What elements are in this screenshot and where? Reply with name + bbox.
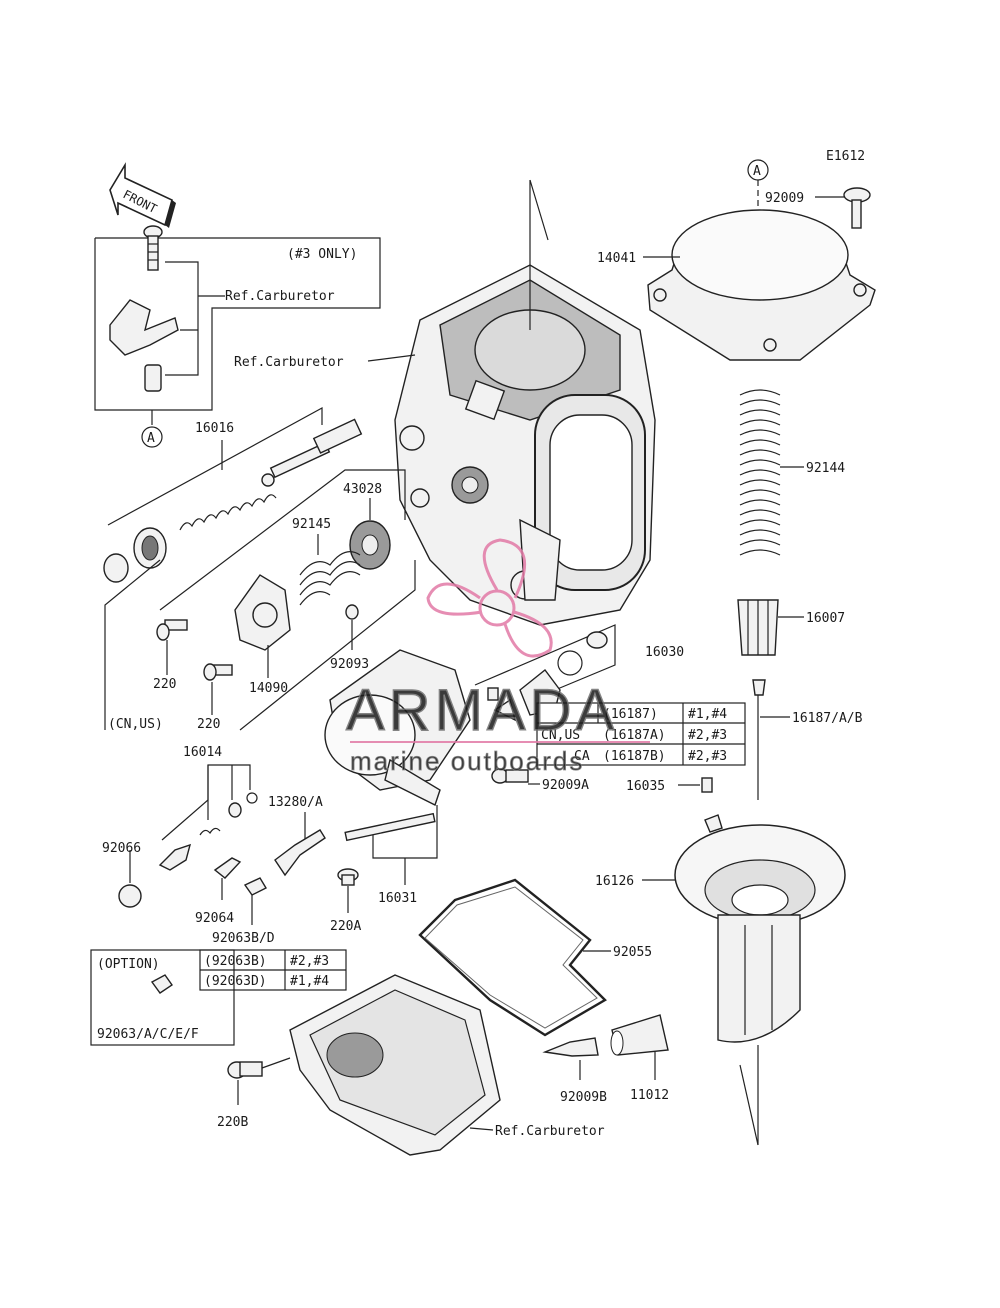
table-16187-row2-cyl: #2,#3 — [688, 728, 727, 743]
label-43028: 43028 — [343, 482, 382, 497]
label-11012: 11012 — [630, 1088, 669, 1103]
label-16014: 16014 — [183, 745, 222, 760]
label-ref-carburetor-3: Ref.Carburetor — [495, 1124, 605, 1139]
ref-marker-a-left: A — [147, 431, 155, 446]
table-16187-row3-region: CA — [574, 749, 590, 764]
label-220a-lower: 220A — [330, 919, 361, 934]
table-92063: (92063B) #2,#3 (92063D) #1,#4 — [199, 949, 347, 991]
watermark-tagline: marine outboards — [350, 746, 584, 776]
label-92064: 92064 — [195, 911, 234, 926]
label-92009b: 92009B — [560, 1090, 607, 1105]
label-220-lower: 220 — [197, 717, 220, 732]
table-16187-row2-region: CN,US — [541, 728, 580, 743]
label-16016: 16016 — [195, 421, 234, 436]
label-16007: 16007 — [806, 611, 845, 626]
label-3-only: (#3 ONLY) — [287, 247, 357, 262]
part-float-bowl: 220B Ref.Carburetor 92009B 11012 — [217, 974, 669, 1156]
watermark-brand: ARMADA — [346, 678, 618, 743]
label-92145: 92145 — [292, 517, 331, 532]
label-92063-acef: 92063/A/C/E/F — [97, 1027, 199, 1042]
table-92063-row1-cyl: #2,#3 — [290, 954, 329, 969]
option-box: (OPTION) 92063/A/C/E/F — [90, 949, 235, 1046]
part-16030-group: 16030 — [474, 624, 684, 722]
part-16016-assembly: 16016 — [103, 406, 363, 583]
front-arrow-icon: FRONT — [109, 162, 176, 228]
label-92063b-d: 92063B/D — [212, 931, 275, 946]
label-16187-a-b: 16187/A/B — [792, 711, 863, 726]
part-throttle-body: 16031 92009A — [324, 649, 589, 906]
label-14090: 14090 — [249, 681, 288, 696]
table-92063-row2-cyl: #1,#4 — [290, 974, 329, 989]
label-92055: 92055 — [613, 945, 652, 960]
part-16126-diaphragm: 16035 16126 — [595, 777, 846, 1146]
label-92093: 92093 — [330, 657, 369, 672]
table-92063-row1-part: (92063B) — [204, 954, 267, 969]
label-16031: 16031 — [378, 891, 417, 906]
part-14041-cover: A 92009 14041 92144 16007 16187/A/B — [597, 159, 876, 800]
armada-watermark: ARMADA marine outboards — [345, 538, 650, 776]
label-92144: 92144 — [806, 461, 845, 476]
label-14041: 14041 — [597, 251, 636, 266]
part-92055-gasket: 92055 — [418, 878, 652, 1037]
table-16187-row3-cyl: #2,#3 — [688, 749, 727, 764]
label-option: (OPTION) — [97, 957, 160, 972]
table-16187: (16187) #1,#4 CN,US (16187A) #2,#3 CA (1… — [536, 702, 746, 766]
diagram-code: E1612 — [826, 149, 865, 164]
ref-marker-a-right: A — [753, 164, 761, 179]
label-ref-carburetor-1: Ref.Carburetor — [225, 289, 335, 304]
label-16030: 16030 — [645, 645, 684, 660]
table-16187-row1-cyl: #1,#4 — [688, 707, 727, 722]
label-220-upper: 220 — [153, 677, 176, 692]
label-13280-a: 13280/A — [268, 795, 323, 810]
carburetor-body: Ref.Carburetor — [234, 179, 656, 626]
bracket-group: (#3 ONLY) Ref.Carburetor A — [94, 225, 381, 448]
label-92009: 92009 — [765, 191, 804, 206]
label-ref-carburetor-2: Ref.Carburetor — [234, 355, 344, 370]
label-220b-bowl: 220B — [217, 1115, 248, 1130]
jets-group: 16014 92066 13280/A 92064 92063B/D 220A — [102, 745, 361, 946]
part-14090-group: 43028 92145 220 220 14090 92093 (CN,US) — [104, 469, 416, 732]
label-92066: 92066 — [102, 841, 141, 856]
label-16126: 16126 — [595, 874, 634, 889]
propeller-logo-icon — [426, 538, 553, 658]
table-16187-row2-part: (16187A) — [603, 728, 666, 743]
table-16187-row3-part: (16187B) — [603, 749, 666, 764]
table-16187-row1-part: (16187) — [603, 707, 658, 722]
label-cn-us: (CN,US) — [108, 717, 163, 732]
label-92009a: 92009A — [542, 778, 589, 793]
label-16035: 16035 — [626, 779, 665, 794]
table-92063-row2-part: (92063D) — [204, 974, 267, 989]
